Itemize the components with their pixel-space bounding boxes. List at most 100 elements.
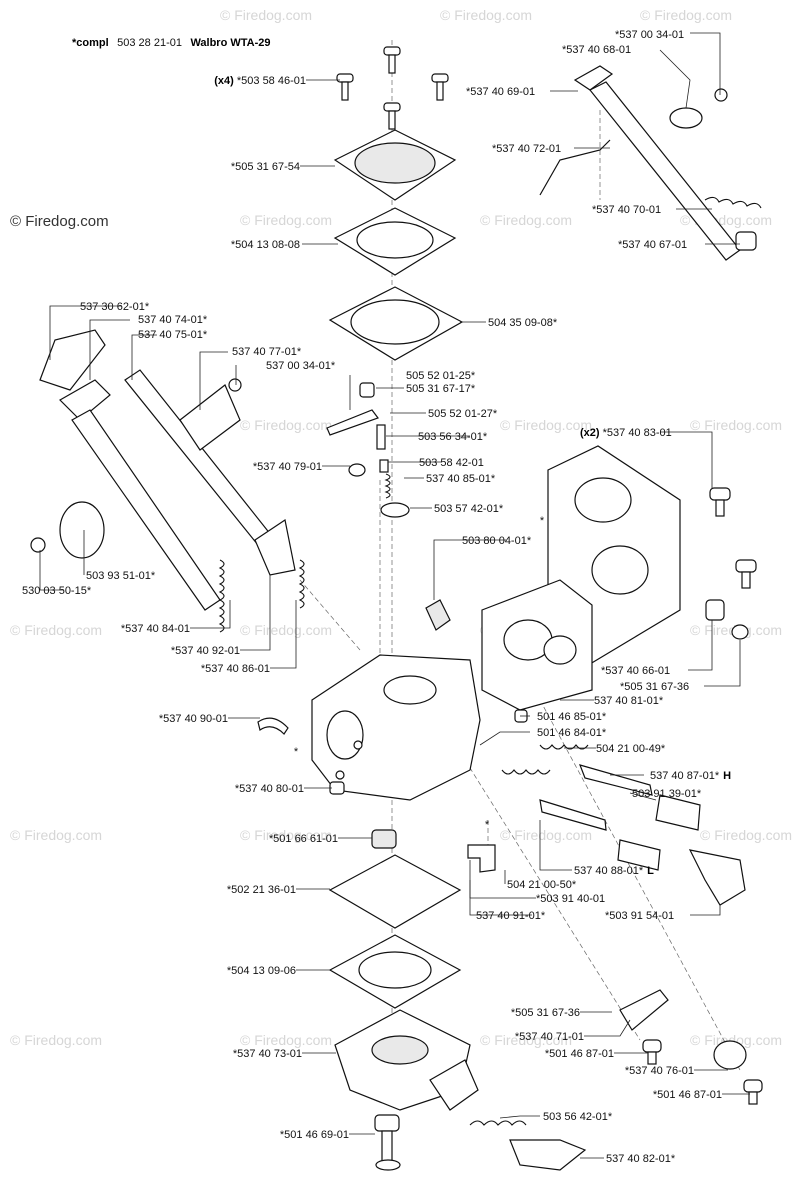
part-number: 537 40 82-01*: [606, 1153, 676, 1165]
part-callout-c48: *504 13 09-06: [227, 965, 296, 977]
watermark-8: © Firedog.com: [690, 417, 782, 433]
screw-top-3: [431, 73, 449, 101]
part-number: *537 40 68-01: [562, 44, 631, 56]
part-number: 537 00 34-01*: [266, 360, 336, 372]
part-number: *537 40 92-01: [171, 645, 240, 657]
part-number: *537 40 79-01: [253, 461, 322, 473]
part-number: 503 56 42-01*: [543, 1111, 613, 1123]
part-callout-c40: 503 91 39-01*: [632, 788, 702, 800]
part-callout-c14: 537 40 77-01*: [232, 346, 302, 358]
part-number: *537 40 69-01: [466, 86, 535, 98]
part-number: 537 30 62-01*: [80, 301, 150, 313]
part-number: *537 40 86-01: [201, 663, 270, 675]
needle: [376, 424, 386, 450]
screw-lower-mid: [642, 1039, 662, 1065]
part-callout-c25: 503 80 04-01*: [462, 535, 532, 547]
screen: [371, 829, 397, 849]
watermark-20: © Firedog.com: [690, 1032, 782, 1048]
diagram-header: *compl 503 28 21-01 Walbro WTA-29: [72, 33, 271, 50]
watermark-15: © Firedog.com: [500, 827, 592, 843]
watermark-16: © Firedog.com: [700, 827, 792, 843]
part-number: 530 03 50-15*: [22, 585, 92, 597]
watermark-1: © Firedog.com: [440, 7, 532, 23]
part-number: *537 40 67-01: [618, 239, 687, 251]
part-number: 503 57 42-01*: [434, 503, 504, 515]
part-number: 504 35 09-08*: [488, 317, 558, 329]
part-number: *: [485, 819, 490, 831]
part-number: 537 40 81-01*: [594, 695, 664, 707]
part-number: *537 40 73-01: [233, 1048, 302, 1060]
quantity-tag: (x2): [580, 427, 603, 439]
part-callout-c05: *505 31 67-54: [231, 161, 300, 173]
part-number: 503 80 04-01*: [462, 535, 532, 547]
choke-shaft-assembly: [539, 65, 762, 261]
screw-top-1: [383, 46, 401, 74]
part-number: 537 40 85-01*: [426, 473, 496, 485]
part-callout-c32: *505 31 67-36: [620, 681, 689, 693]
needle-tag: H: [723, 770, 731, 782]
part-callout-c55: *501 46 69-01: [280, 1129, 349, 1141]
part-number: 537 40 91-01*: [476, 910, 546, 922]
watermark-9: © Firedog.com: [10, 622, 102, 638]
return-spring: [298, 559, 305, 609]
part-callout-c08: *504 13 08-08: [231, 239, 300, 251]
part-number: *503 58 46-01: [237, 75, 306, 87]
part-callout-c56: 503 56 42-01*: [543, 1111, 613, 1123]
h-spring: [539, 744, 589, 750]
part-callout-c51: *501 46 87-01: [545, 1048, 614, 1060]
part-callout-c16: 505 52 01-25*: [406, 370, 476, 382]
part-callout-c54: *501 46 87-01: [653, 1089, 722, 1101]
part-callout-c38: 537 40 87-01*H: [650, 770, 731, 782]
part-number: *502 21 36-01: [227, 884, 296, 896]
fitting-1: [359, 382, 375, 398]
part-callout-c24: 503 57 42-01*: [434, 503, 504, 515]
watermark-6: © Firedog.com: [240, 417, 332, 433]
part-callout-c46: 537 40 91-01*: [476, 910, 546, 922]
part-callout-m2: *: [294, 746, 299, 758]
part-number: 504 21 00-49*: [596, 743, 666, 755]
part-number: *537 40 90-01: [159, 713, 228, 725]
part-callout-c07: *537 40 70-01: [592, 204, 661, 216]
watermark-19: © Firedog.com: [480, 1032, 572, 1048]
part-callout-c36: 501 46 84-01*: [537, 727, 607, 739]
part-number: 503 91 39-01*: [632, 788, 702, 800]
part-number: 501 46 85-01*: [537, 711, 607, 723]
part-callout-c45: *503 91 40-01: [536, 893, 605, 905]
part-callout-c03: (x4) *503 58 46-01: [214, 75, 306, 87]
primer-bulb: [509, 1139, 587, 1171]
part-number: *537 40 76-01: [625, 1065, 694, 1077]
part-callout-c37: 504 21 00-49*: [596, 743, 666, 755]
part-number: 537 40 77-01*: [232, 346, 302, 358]
primer-housing: [429, 1059, 479, 1111]
watermark-10: © Firedog.com: [240, 622, 332, 638]
part-callout-c18: 505 52 01-27*: [428, 408, 498, 420]
limiter-cap-2: [617, 839, 661, 871]
part-number: *503 91 54-01: [605, 910, 674, 922]
part-number: *501 46 87-01: [653, 1089, 722, 1101]
watermark-0: © Firedog.com: [220, 7, 312, 23]
part-number: 505 52 01-27*: [428, 408, 498, 420]
quantity-tag: (x4): [214, 75, 237, 87]
primer-spring: [469, 1120, 527, 1126]
watermark-18: © Firedog.com: [240, 1032, 332, 1048]
part-callout-m1: *: [540, 515, 545, 527]
l-needle: [539, 799, 607, 831]
part-number: *503 91 40-01: [536, 893, 605, 905]
part-number: 537 40 87-01*: [650, 770, 720, 782]
throttle-shaft-assembly: [30, 329, 296, 611]
part-callout-c41: *501 66 61-01: [269, 833, 338, 845]
part-number: 503 56 34-01*: [418, 431, 488, 443]
part-callout-c27: 530 03 50-15*: [22, 585, 92, 597]
copyright-notice: © Firedog.com: [10, 213, 109, 230]
part-callout-c21: *537 40 79-01: [253, 461, 322, 473]
part-callout-m3: *: [485, 819, 490, 831]
part-callout-c30: *537 40 86-01: [201, 663, 270, 675]
part-callout-c01: *537 00 34-01: [615, 29, 684, 41]
part-number: 501 46 84-01*: [537, 727, 607, 739]
part-callout-c39: *537 40 80-01: [235, 783, 304, 795]
part-number: *505 31 67-36: [511, 1007, 580, 1019]
header-prefix: *compl: [72, 37, 109, 49]
part-callout-c22: 503 58 42-01: [419, 457, 484, 469]
part-number: 503 58 42-01: [419, 457, 484, 469]
washer: [731, 624, 749, 640]
